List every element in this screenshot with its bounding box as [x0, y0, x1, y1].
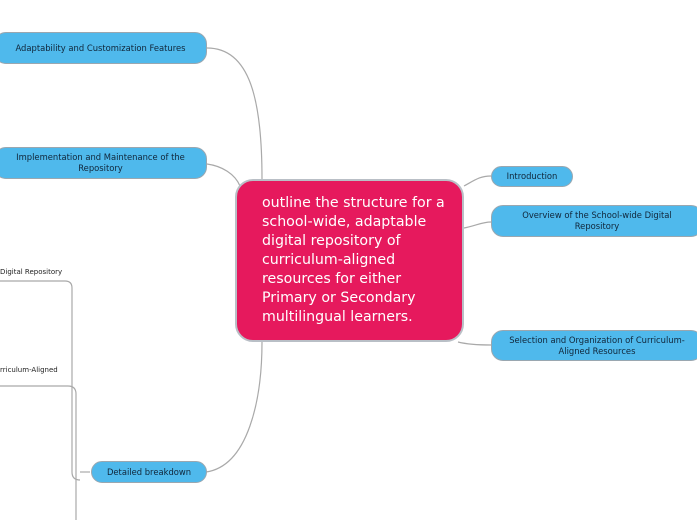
central-topic-text: outline the structure for a school-wide,… — [262, 195, 445, 325]
connector-detailed-breakdown — [205, 341, 263, 473]
subtopic-digital-repository[interactable]: Digital Repository — [0, 268, 63, 276]
connector-introduction — [463, 175, 492, 187]
topic-label: Introduction — [506, 171, 558, 181]
connector-sub-curriculum — [0, 385, 77, 520]
topic-label: Implementation and Maintenance of the Re… — [16, 152, 185, 173]
topic-implementation-maintenance[interactable]: Implementation and Maintenance of the Re… — [0, 147, 207, 179]
topic-introduction[interactable]: Introduction — [491, 166, 573, 187]
topic-overview-repository[interactable]: Overview of the School-wide Digital Repo… — [491, 205, 697, 237]
connector-adaptability — [206, 47, 263, 180]
topic-adaptability-customization[interactable]: Adaptability and Customization Features — [0, 32, 207, 64]
connector-sub-digital — [0, 280, 81, 481]
topic-detailed-breakdown[interactable]: Detailed breakdown — [91, 461, 207, 483]
topic-label: Detailed breakdown — [106, 466, 192, 477]
topic-label: Adaptability and Customization Features — [15, 42, 186, 53]
topic-label: Selection and Organization of Curriculum… — [509, 334, 685, 356]
topic-label: Overview of the School-wide Digital Repo… — [522, 210, 672, 231]
connector-implementation — [206, 163, 241, 187]
subtopic-curriculum-aligned[interactable]: rriculum-Aligned — [0, 366, 58, 374]
connector-selection — [457, 341, 492, 346]
topic-selection-organization[interactable]: Selection and Organization of Curriculum… — [491, 330, 697, 361]
central-topic[interactable]: outline the structure for a school-wide,… — [235, 179, 464, 342]
connector-overview — [463, 221, 492, 229]
